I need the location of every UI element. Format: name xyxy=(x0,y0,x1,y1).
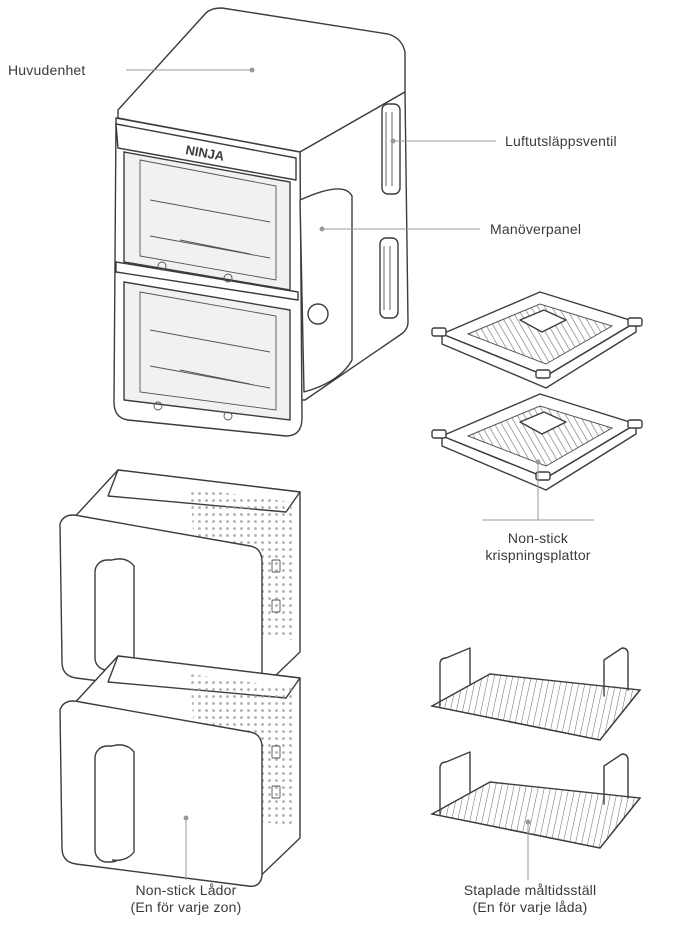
crisper-line-2: krispningsplattor xyxy=(485,547,591,563)
label-air-outlet: Luftutsläppsventil xyxy=(505,133,617,149)
drawer-top xyxy=(59,469,301,701)
racks-line-2: (En för varje låda) xyxy=(472,899,588,915)
crisper-plate-bottom xyxy=(431,393,643,491)
crisper-line-1: Non-stick xyxy=(507,530,569,546)
drawers-line-2: (En för varje zon) xyxy=(130,899,242,915)
label-main-unit: Huvudenhet xyxy=(8,62,86,78)
ninja-logo: NINJA xyxy=(184,142,226,164)
racks-line-1: Staplade måltidsställ xyxy=(463,882,597,898)
crisper-plate-top xyxy=(431,291,643,389)
label-racks: Staplade måltidsställ (En för varje låda… xyxy=(464,882,597,916)
rack-top xyxy=(429,647,642,741)
drawer-bottom xyxy=(59,655,301,887)
label-crisper-plates: Non-stick krispningsplattor xyxy=(485,530,590,564)
drawers-line-1: Non-stick Lådor xyxy=(135,882,237,898)
label-control-panel: Manöverpanel xyxy=(490,221,582,237)
rack-bottom xyxy=(429,751,642,849)
main-unit: NINJA xyxy=(113,7,409,437)
label-drawers: Non-stick Lådor (En för varje zon) xyxy=(131,882,242,916)
